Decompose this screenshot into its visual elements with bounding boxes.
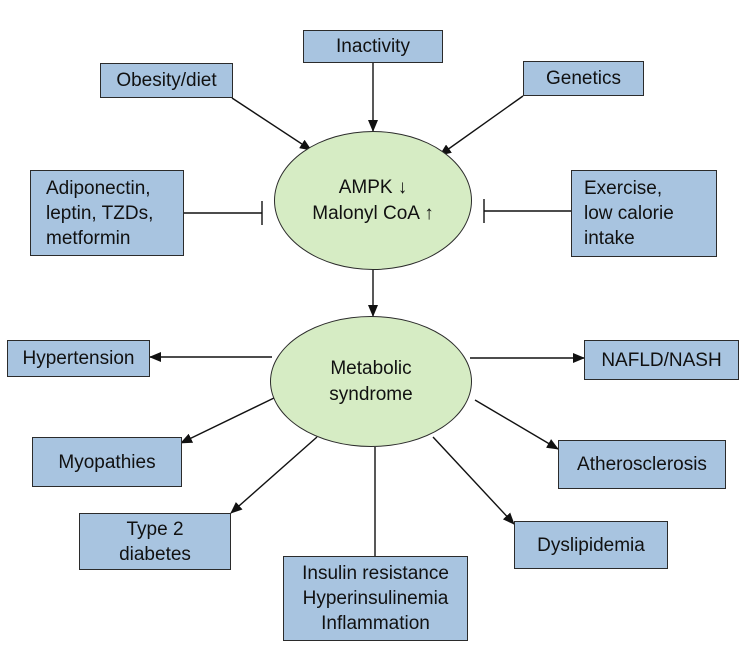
- atherosclerosis-box: Atherosclerosis: [558, 440, 726, 489]
- arrow-diabetes: [230, 436, 318, 514]
- obesity-diet-box: Obesity/diet: [100, 63, 233, 98]
- inactivity-box: Inactivity: [303, 30, 443, 63]
- genetics-box: Genetics: [523, 61, 644, 96]
- arrow-atherosclerosis: [474, 399, 559, 450]
- arrow-myopathies: [180, 397, 275, 444]
- syndrome-label: syndrome: [329, 383, 413, 405]
- ampk-label: AMPK ↓: [338, 176, 408, 198]
- metabolic-label: Metabolic: [330, 357, 412, 379]
- malonyl-coa-label: Malonyl CoA ↑: [312, 202, 434, 224]
- type2-diabetes-box: Type 2 diabetes: [79, 513, 231, 570]
- arrow-dyslipidemia: [432, 436, 515, 525]
- insulin-resistance-box: Insulin resistance Hyperinsulinemia Infl…: [283, 556, 468, 641]
- dyslipidemia-box: Dyslipidemia: [514, 521, 668, 569]
- arrow-genetics: [439, 95, 524, 156]
- myopathies-box: Myopathies: [32, 437, 182, 487]
- adiponectin-box: Adiponectin, leptin, TZDs, metformin: [30, 170, 184, 256]
- ampk-oval: AMPK ↓ Malonyl CoA ↑: [274, 131, 472, 270]
- nafld-nash-box: NAFLD/NASH: [584, 340, 739, 380]
- hypertension-box: Hypertension: [7, 340, 150, 377]
- arrow-obesity: [231, 97, 312, 151]
- exercise-box: Exercise, low calorie intake: [571, 170, 717, 257]
- metabolic-syndrome-oval: Metabolic syndrome: [270, 316, 472, 447]
